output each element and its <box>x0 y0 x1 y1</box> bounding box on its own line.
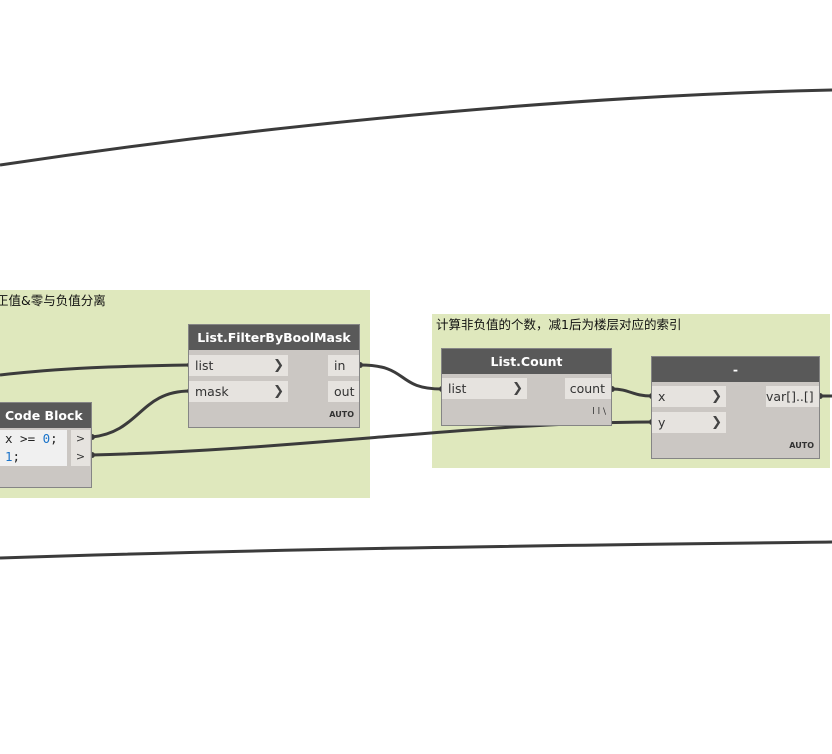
subtract-input-y[interactable]: y ❯ <box>652 412 726 433</box>
wire-in-to-count <box>359 363 443 391</box>
count-node-title: List.Count <box>442 349 611 374</box>
count-input-list-label: list <box>448 381 467 396</box>
subtract-input-x-label: x <box>658 389 666 404</box>
subtract-input-y-label: y <box>658 415 666 430</box>
filter-by-bool-mask-node[interactable]: List.FilterByBoolMask list ❯ mask ❯ in o… <box>188 324 360 428</box>
code-block-node[interactable]: Code Block x >= 0; 1; > > <box>0 402 92 488</box>
filter-input-mask-label: mask <box>195 384 229 399</box>
group-title-count: 计算非负值的个数，减1后为楼层对应的索引 <box>436 317 682 332</box>
group-title-separate: 正值&零与负值分离 <box>0 293 106 308</box>
code-line-1[interactable]: x >= 0; <box>0 430 67 448</box>
filter-input-list[interactable]: list ❯ <box>189 355 288 376</box>
wire-code-to-mask <box>91 389 191 439</box>
wire-bottom <box>0 540 832 560</box>
filter-node-title: List.FilterByBoolMask <box>189 325 359 350</box>
chevron-right-icon: ❯ <box>711 389 722 404</box>
chevron-right-icon: ❯ <box>273 384 284 399</box>
code-output-1[interactable]: > <box>71 430 90 448</box>
filter-lacing-label[interactable]: AUTO <box>329 410 354 419</box>
code-number-2: 1 <box>5 449 13 464</box>
subtract-node-title: - <box>652 357 819 382</box>
chevron-right-icon: ❯ <box>711 415 722 430</box>
subtract-input-x[interactable]: x ❯ <box>652 386 726 407</box>
filter-input-mask[interactable]: mask ❯ <box>189 381 288 402</box>
count-input-list[interactable]: list ❯ <box>442 378 527 399</box>
code-output-2[interactable]: > <box>71 448 90 466</box>
filter-output-out[interactable]: out <box>328 381 359 402</box>
wire-to-filter-list <box>0 363 191 377</box>
subtract-output-var[interactable]: var[]..[] <box>766 386 819 407</box>
list-count-node[interactable]: List.Count list ❯ count l l \ <box>441 348 612 426</box>
code-block-title: Code Block <box>0 403 91 428</box>
filter-output-in[interactable]: in <box>328 355 359 376</box>
chevron-right-icon: ❯ <box>273 358 284 373</box>
wire-code-to-y <box>91 420 653 457</box>
chevron-right-icon: ❯ <box>512 381 523 396</box>
subtract-lacing-label[interactable]: AUTO <box>789 441 814 450</box>
wire-count-to-x <box>611 387 653 398</box>
filter-input-list-label: list <box>195 358 214 373</box>
code-number-1: 0 <box>42 431 51 446</box>
wire-top <box>0 88 832 167</box>
code-line-2[interactable]: 1; <box>0 448 67 466</box>
subtract-node[interactable]: - x ❯ y ❯ var[]..[] AUTO <box>651 356 820 459</box>
count-lacing-label[interactable]: l l \ <box>592 407 606 417</box>
count-output-count[interactable]: count <box>565 378 611 399</box>
code-text-2: ; <box>12 449 21 464</box>
code-text-1b: ; <box>50 431 58 446</box>
code-text-1a: x >= <box>5 431 43 446</box>
